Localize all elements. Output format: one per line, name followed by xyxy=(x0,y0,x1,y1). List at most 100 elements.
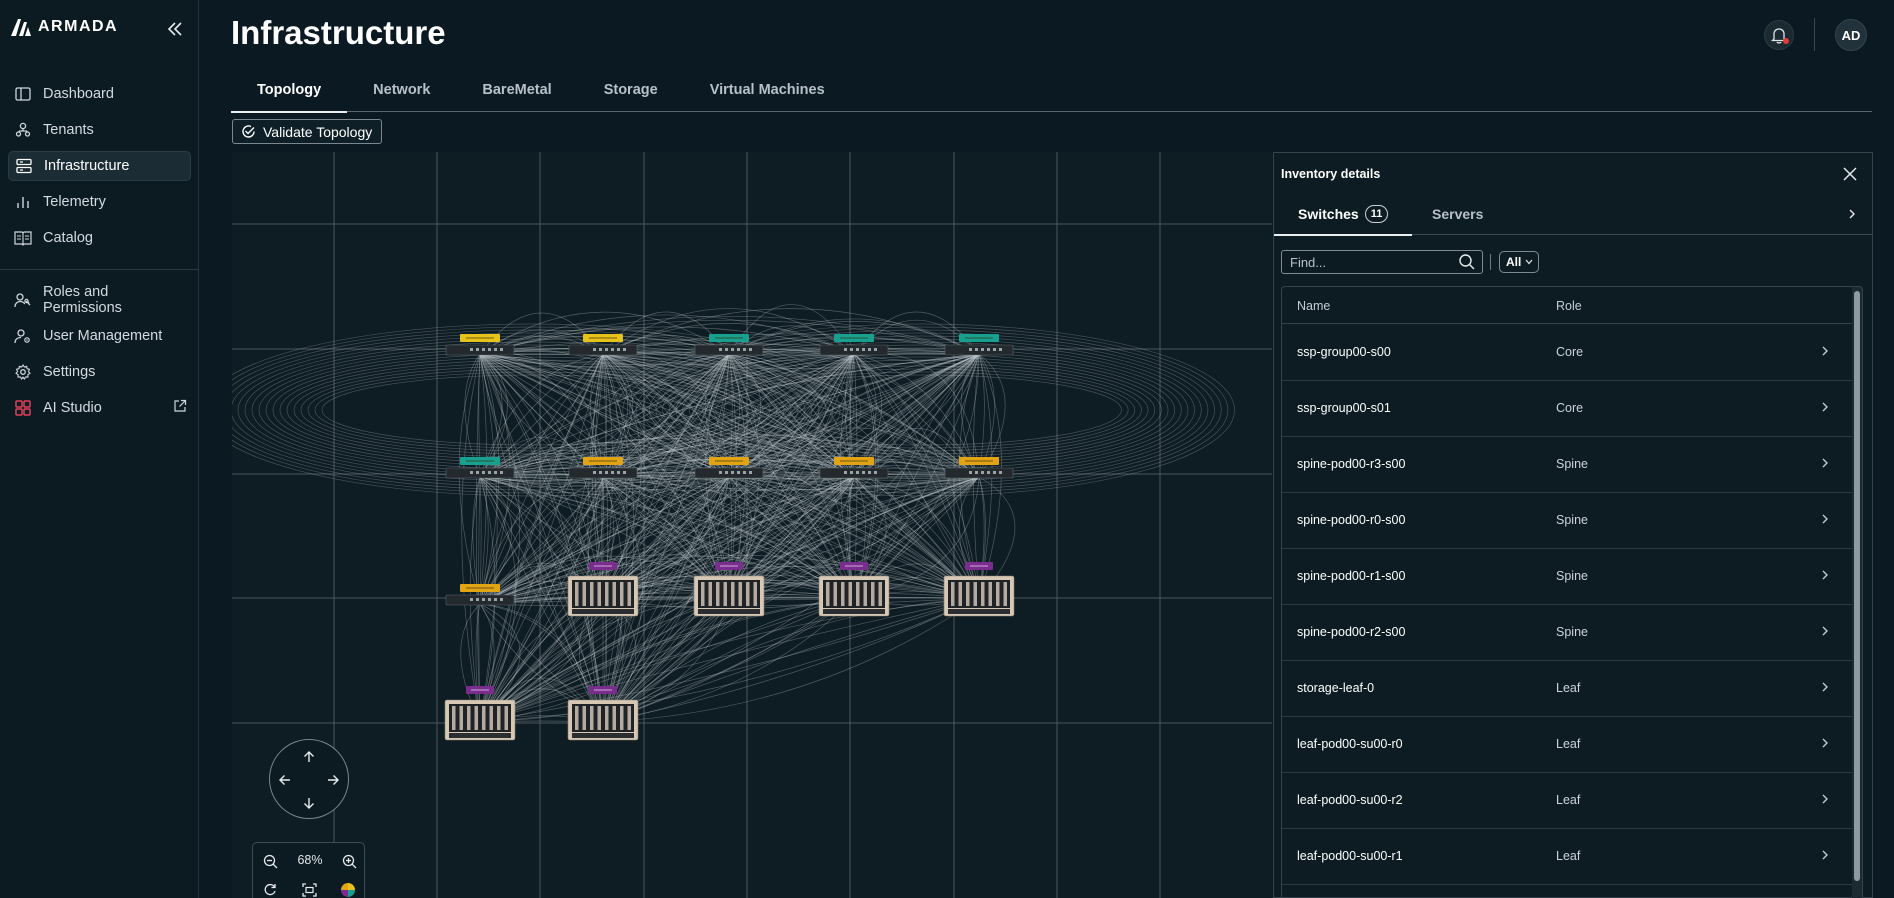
pan-right-button[interactable] xyxy=(322,769,344,791)
zoom-in-button[interactable] xyxy=(338,850,360,872)
topology-link xyxy=(479,476,604,723)
sidebar-item-catalog[interactable]: Catalog xyxy=(8,223,191,253)
validate-topology-button[interactable]: Validate Topology xyxy=(232,119,383,144)
check-circle-icon xyxy=(242,125,255,138)
close-panel-button[interactable] xyxy=(1839,163,1861,185)
avatar[interactable]: AD xyxy=(1835,19,1867,51)
topology-link xyxy=(602,353,855,478)
collapse-sidebar-button[interactable] xyxy=(162,16,188,42)
topology-link xyxy=(602,353,980,599)
topology-link xyxy=(602,333,980,355)
fit-view-button[interactable] xyxy=(298,879,320,898)
switch-node[interactable] xyxy=(568,457,638,479)
topology-link xyxy=(728,353,855,478)
server-node[interactable] xyxy=(818,562,890,617)
topology-link xyxy=(853,353,980,599)
tabs-scroll-right-button[interactable] xyxy=(1842,203,1862,225)
row-role: Leaf xyxy=(1556,737,1581,751)
tab-storage[interactable]: Storage xyxy=(603,82,658,98)
sidebar-item-dashboard[interactable]: Dashboard xyxy=(8,79,191,109)
switch-node[interactable] xyxy=(568,334,638,356)
tab-switches[interactable]: Switches 11 xyxy=(1273,193,1413,236)
switch-node[interactable] xyxy=(944,457,1014,479)
topology-link xyxy=(602,353,635,723)
sidebar-item-settings[interactable]: Settings xyxy=(8,357,191,387)
switch-node[interactable] xyxy=(694,457,764,479)
user-gear-icon xyxy=(12,325,34,347)
topology-link xyxy=(479,343,980,355)
topology-link xyxy=(728,476,980,599)
topology-link xyxy=(695,362,1149,458)
sidebar-item-tenants[interactable]: Tenants xyxy=(8,115,191,145)
topology-link xyxy=(479,476,980,599)
switch-node[interactable] xyxy=(445,334,515,356)
topology-link xyxy=(728,353,980,478)
topology-link xyxy=(479,476,730,484)
pan-down-button[interactable] xyxy=(298,792,320,814)
sidebar-item-roles-and-permissions[interactable]: Roles and Permissions xyxy=(8,284,191,316)
switch-node[interactable] xyxy=(445,584,515,606)
topology-graph[interactable] xyxy=(232,152,1272,898)
server-node[interactable] xyxy=(943,562,1015,617)
validate-topology-label: Validate Topology xyxy=(263,123,373,140)
topology-link xyxy=(728,353,855,599)
tab-topology[interactable]: Topology xyxy=(231,68,348,113)
tab-servers[interactable]: Servers xyxy=(1432,206,1484,222)
topology-canvas[interactable] xyxy=(232,152,1272,898)
switch-node[interactable] xyxy=(819,457,889,479)
zoom-out-button[interactable] xyxy=(259,850,281,872)
role-filter-select[interactable]: All xyxy=(1499,251,1540,273)
row-role: Spine xyxy=(1556,457,1588,471)
sidebar-item-infrastructure[interactable]: Infrastructure xyxy=(8,151,191,181)
sidebar-item-ai-studio[interactable]: AI Studio xyxy=(8,393,191,423)
topology-link xyxy=(479,476,604,723)
arrow-left-icon xyxy=(279,775,290,785)
switch-node[interactable] xyxy=(819,334,889,356)
sidebar-item-telemetry[interactable]: Telemetry xyxy=(8,187,191,217)
topology-link xyxy=(232,335,834,485)
topology-link xyxy=(479,476,855,723)
scrollbar-thumb[interactable] xyxy=(1854,291,1860,881)
switch-node[interactable] xyxy=(944,334,1014,356)
topology-link xyxy=(602,353,855,723)
topology-link xyxy=(602,596,980,599)
tab-virtual-machines[interactable]: Virtual Machines xyxy=(709,82,825,98)
pan-left-button[interactable] xyxy=(274,769,296,791)
server-node[interactable] xyxy=(693,562,765,617)
color-legend-button[interactable] xyxy=(337,879,359,898)
table-scrollbar[interactable] xyxy=(1852,287,1862,898)
search-input[interactable] xyxy=(1282,251,1452,273)
notifications-button[interactable] xyxy=(1764,20,1794,50)
topology-link xyxy=(479,353,855,478)
server-node[interactable] xyxy=(567,562,639,617)
topology-link xyxy=(602,353,855,478)
pan-up-button[interactable] xyxy=(298,746,320,768)
topology-link xyxy=(602,353,855,478)
sidebar-item-user-management[interactable]: User Management xyxy=(8,321,191,351)
topology-link xyxy=(476,353,481,723)
tab-network[interactable]: Network xyxy=(373,82,431,98)
tab-baremetal[interactable]: BareMetal xyxy=(482,82,552,98)
server-node[interactable] xyxy=(567,686,639,741)
armada-logo[interactable]: ARMADA xyxy=(10,17,118,37)
switch-node[interactable] xyxy=(694,334,764,356)
topology-link xyxy=(300,365,764,455)
topology-link xyxy=(602,353,608,723)
server-node[interactable] xyxy=(444,686,516,741)
reset-view-button[interactable] xyxy=(259,879,281,898)
switch-node[interactable] xyxy=(445,457,515,479)
row-role: Core xyxy=(1556,345,1584,359)
topology-link xyxy=(279,356,785,464)
topology-link xyxy=(479,353,855,723)
